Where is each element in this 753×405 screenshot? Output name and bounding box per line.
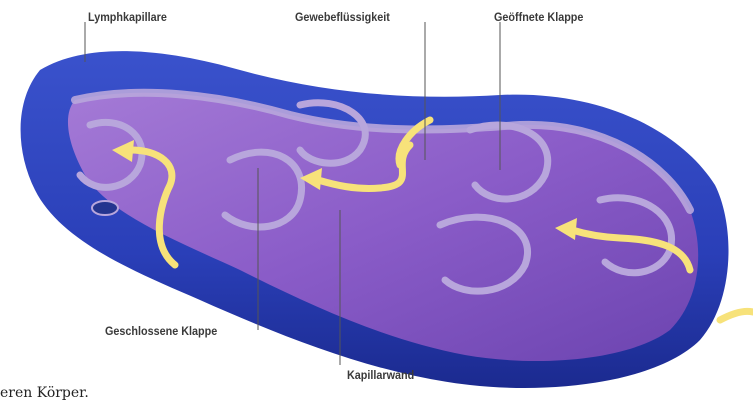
flow-arrow-outside [720,311,753,320]
caption-text: eren Körper. [0,385,89,401]
label-gewebefluessigkeit: Gewebeflüssigkeit [295,10,390,24]
label-kapillarwand: Kapillarwand [347,368,414,382]
label-geschlossene-klappe: Geschlossene Klappe [105,324,217,338]
label-geoeffnete-klappe: Geöffnete Klappe [494,10,583,24]
label-lymphkapillare: Lymphkapillare [88,10,167,24]
cell-nucleus [92,201,118,215]
